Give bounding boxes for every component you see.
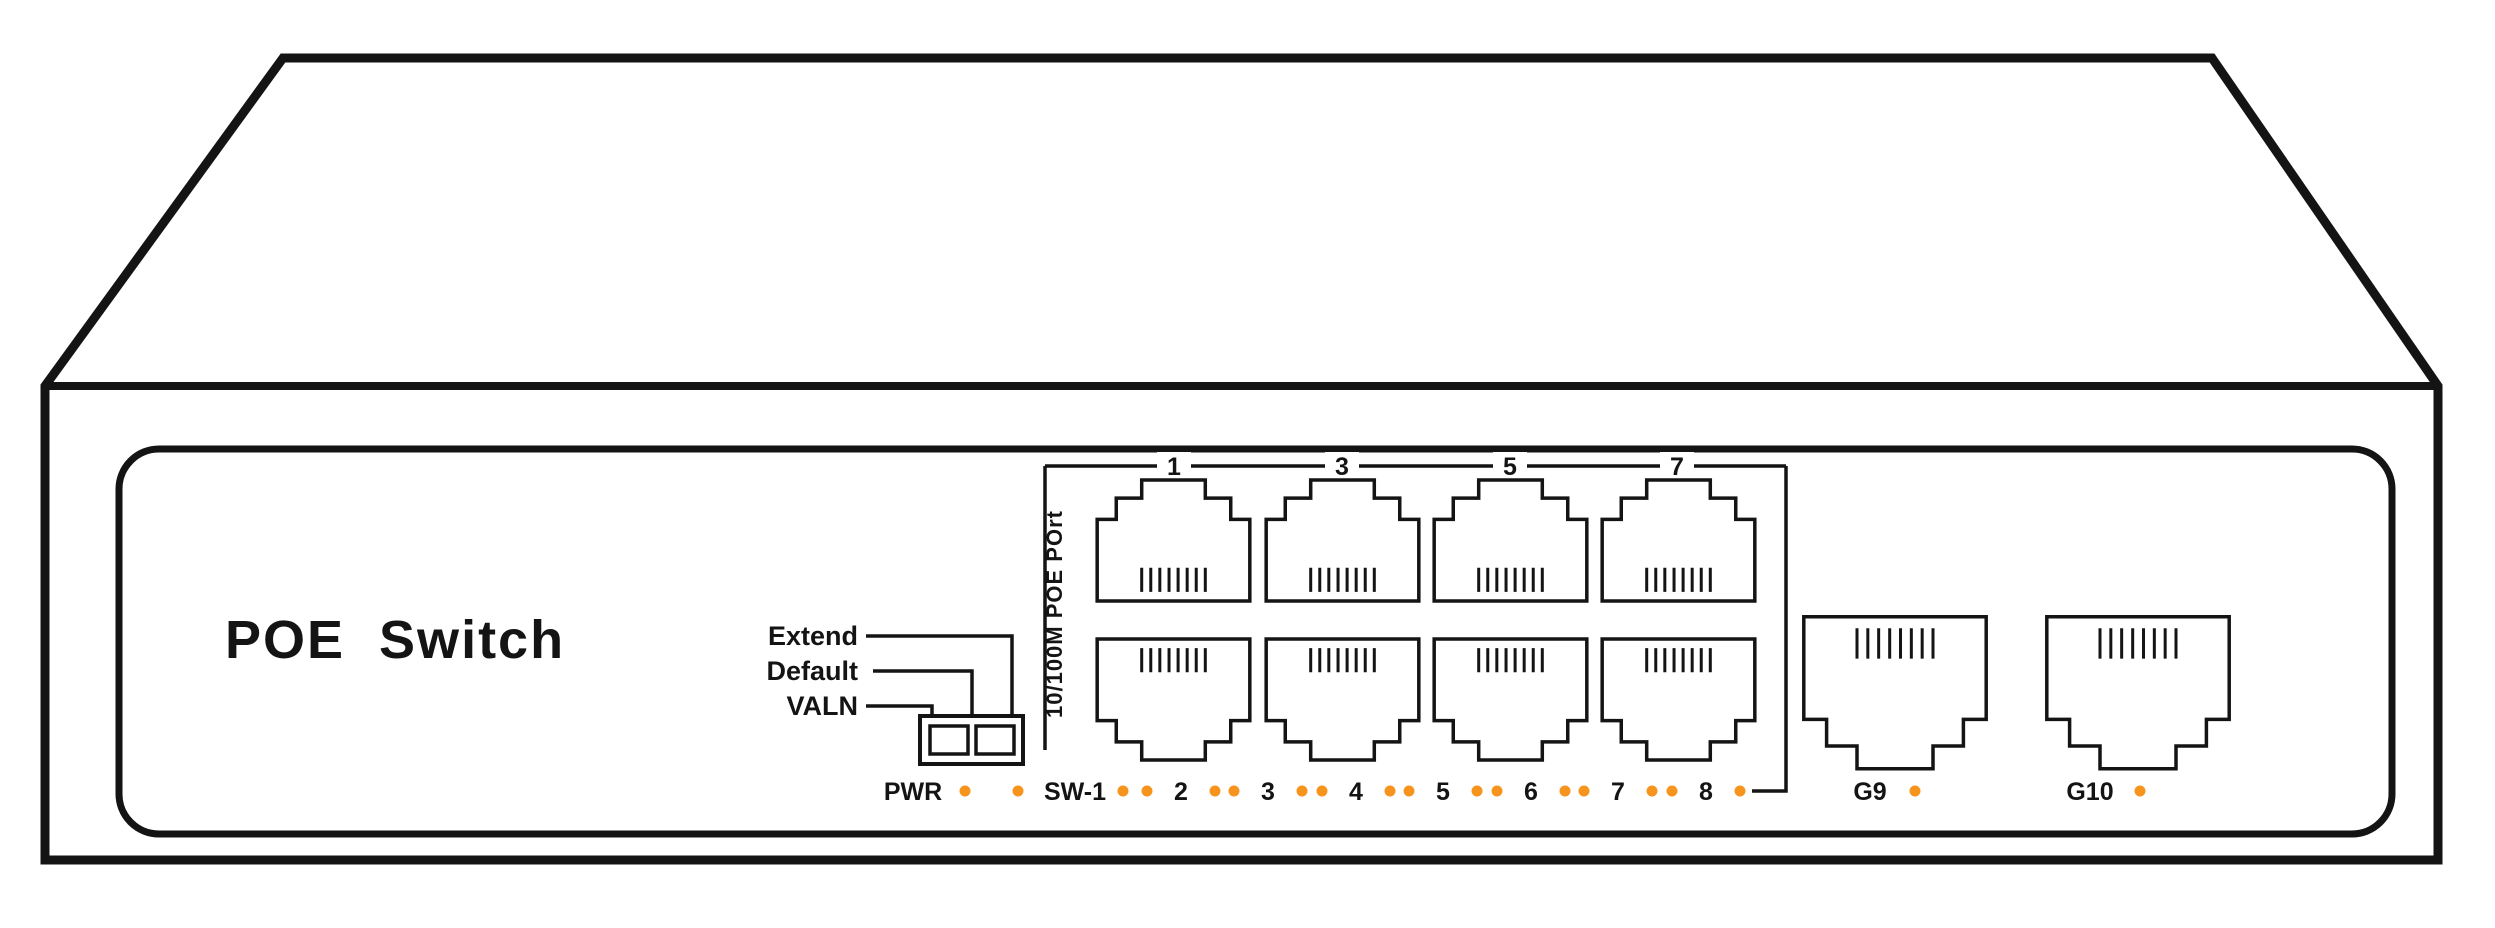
led-dot-3: [1296, 785, 1308, 797]
dip-label-extend: Extend: [768, 621, 858, 651]
led-dot-g9: [1909, 785, 1921, 797]
dip-label-default: Default: [766, 656, 858, 686]
dip-switch-body: [918, 714, 1025, 766]
uplink-label-g10: G10: [2066, 778, 2113, 806]
port-jack-3: [1266, 480, 1419, 601]
led-dot-sw1: [1117, 785, 1129, 797]
port-jack-4: [1266, 639, 1419, 760]
led-label-4: 4: [1349, 778, 1363, 806]
led-dot-2: [1209, 785, 1221, 797]
led-dot-pwr: [959, 785, 971, 797]
device-title: POE Switch: [225, 610, 565, 670]
dip-switch-group: Extend Default VALN: [766, 621, 1025, 766]
port-number-1: 1: [1167, 453, 1181, 481]
led-dot-8: [1734, 785, 1746, 797]
uplink-jack-g10: [2047, 617, 2229, 769]
led-label-pwr: PWR: [884, 778, 942, 806]
led-label-8: 8: [1699, 778, 1713, 806]
led-label-3: 3: [1261, 778, 1275, 806]
port-jack-1: [1097, 480, 1250, 601]
front-panel: [115, 445, 2396, 838]
led-dot: [1403, 785, 1415, 797]
led-dot: [1141, 785, 1153, 797]
uplink-jack-g9: [1804, 617, 1986, 769]
dip-switch-2: [974, 724, 1016, 756]
dip-connector-lines: [866, 634, 1014, 716]
dip-label-vlan: VALN: [787, 691, 859, 721]
led-dot: [1491, 785, 1503, 797]
led-dot: [1012, 785, 1024, 797]
led-label-2: 2: [1174, 778, 1188, 806]
led-label-5: 5: [1436, 778, 1450, 806]
led-dot-6: [1559, 785, 1571, 797]
port-jack-6: [1434, 639, 1587, 760]
led-dot: [1228, 785, 1240, 797]
port-number-5: 5: [1503, 453, 1517, 481]
port-number-7: 7: [1670, 453, 1684, 481]
led-dot-g10: [2134, 785, 2146, 797]
port-group-label: 10/100M POE POrt: [1042, 510, 1067, 718]
led-dot: [1578, 785, 1590, 797]
led-label-sw1: SW-1: [1044, 778, 1106, 806]
led-dot: [1666, 785, 1678, 797]
led-dot: [1316, 785, 1328, 797]
port-number-3: 3: [1335, 453, 1349, 481]
led-dot-7: [1646, 785, 1658, 797]
port-jack-7: [1602, 480, 1755, 601]
uplink-label-g9: G9: [1853, 778, 1886, 806]
led-dot-4: [1384, 785, 1396, 797]
led-label-6: 6: [1524, 778, 1538, 806]
port-jack-5: [1434, 480, 1587, 601]
port-jack-2: [1097, 639, 1250, 760]
dip-switch-1: [928, 724, 970, 756]
led-label-7: 7: [1611, 778, 1625, 806]
led-dot-5: [1471, 785, 1483, 797]
port-jack-8: [1602, 639, 1755, 760]
